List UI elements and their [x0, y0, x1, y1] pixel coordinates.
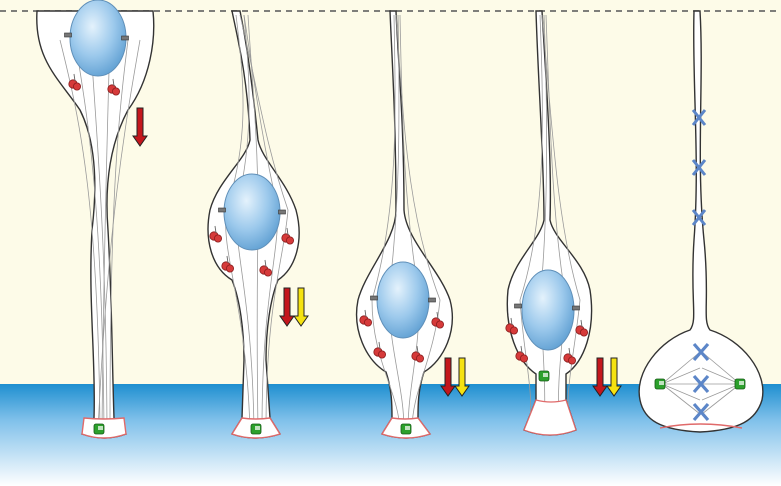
stage-2-nucleus — [224, 174, 280, 250]
centrosome-icon — [122, 36, 129, 40]
green-square-icon — [539, 371, 549, 381]
stage-1-nucleus — [70, 0, 126, 76]
green-square-icon — [401, 424, 411, 434]
centrosome-icon — [429, 298, 436, 302]
centrosome-icon — [279, 210, 286, 214]
stage-4-nucleus — [522, 270, 574, 350]
green-square-icon — [735, 379, 745, 389]
green-square-icon — [655, 379, 665, 389]
centrosome-icon — [219, 208, 226, 212]
centrosome-icon — [573, 306, 580, 310]
green-square-icon — [251, 424, 261, 434]
centrosome-icon — [371, 296, 378, 300]
green-square-icon — [94, 424, 104, 434]
centrosome-icon — [65, 33, 72, 37]
centrosome-icon — [515, 304, 522, 308]
stage-3-nucleus — [377, 262, 429, 338]
